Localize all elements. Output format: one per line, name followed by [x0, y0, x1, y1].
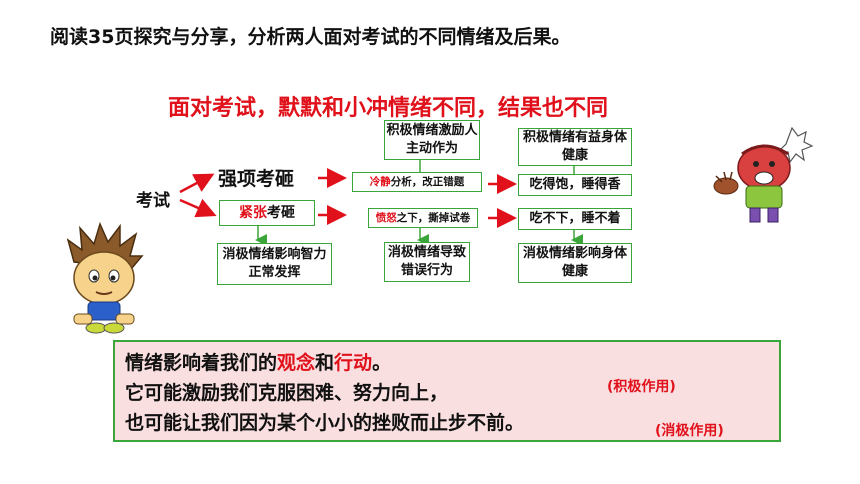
cannot-eat-sleep-text: 吃不下，睡不着 — [529, 211, 621, 226]
box-eat-sleep-well: 吃得饱，睡得香 — [518, 174, 632, 196]
box-positive-motivate: 积极情绪激励人主动作为 — [384, 120, 480, 160]
summary-box: 情绪影响着我们的观念和行动。 它可能激励我们克服困难、努力向上， 也可能让我们因… — [113, 340, 781, 442]
cartoon-boy-moimo-image — [66, 222, 144, 334]
summary-line-2: 它可能激励我们克服困难、努力向上， — [125, 382, 449, 404]
node-exam: 考试 — [136, 191, 170, 211]
box-positive-motivate-text: 积极情绪激励人主动作为 — [386, 123, 478, 156]
summary-line-3: 也可能让我们因为某个小小的挫败而止步不前。 — [125, 412, 525, 434]
cartoon-angry-kid-image — [713, 126, 814, 223]
anger-rest-text: 之下，撕掉试卷 — [396, 212, 471, 224]
box-negative-ability: 消极情绪影响智力正常发挥 — [217, 243, 332, 285]
box-anger-tear: 愤怒之下，撕掉试卷 — [368, 208, 478, 228]
box-positive-health-text: 积极情绪有益身体健康 — [522, 130, 627, 163]
instruction-heading: 阅读35页探究与分享，分析两人面对考试的不同情绪及后果。 — [50, 26, 571, 48]
fail-text: 考砸 — [267, 205, 295, 221]
calm-rest-text: 分析，改正错题 — [390, 176, 465, 188]
nervous-text: 紧张 — [239, 205, 267, 221]
box-negative-health-text: 消极情绪影响身体健康 — [522, 246, 627, 279]
box-calm-analysis: 冷静分析，改正错题 — [352, 172, 482, 192]
box-negative-behavior-text: 消极情绪导致错误行为 — [387, 245, 466, 278]
box-negative-health: 消极情绪影响身体健康 — [518, 243, 632, 283]
node-nervous-fail: 紧张考砸 — [219, 200, 315, 226]
box-negative-ability-text: 消极情绪影响智力正常发挥 — [222, 247, 327, 280]
summary-line-1-and: 和 — [315, 352, 335, 374]
tag-negative-effect: (消极作用) — [655, 423, 724, 439]
keyword-concept: 观念 — [277, 352, 316, 374]
summary-line-1-period: 。 — [372, 352, 392, 374]
keyword-action: 行动 — [334, 352, 373, 374]
box-cannot-eat-sleep: 吃不下，睡不着 — [518, 208, 632, 230]
summary-line-1-text: 情绪影响着我们的 — [125, 352, 278, 374]
slide-subtitle: 面对考试，默默和小冲情绪不同，结果也不同 — [168, 96, 609, 121]
eat-sleep-well-text: 吃得饱，睡得香 — [529, 177, 621, 192]
node-strong-subject-fail: 强项考砸 — [218, 168, 295, 190]
box-negative-behavior: 消极情绪导致错误行为 — [384, 242, 470, 282]
tag-positive-effect: (积极作用) — [607, 379, 676, 395]
calm-text: 冷静 — [369, 176, 391, 188]
anger-text: 愤怒 — [375, 212, 397, 224]
summary-line-1: 情绪影响着我们的观念和行动。 — [125, 348, 779, 378]
box-positive-health: 积极情绪有益身体健康 — [518, 128, 632, 166]
